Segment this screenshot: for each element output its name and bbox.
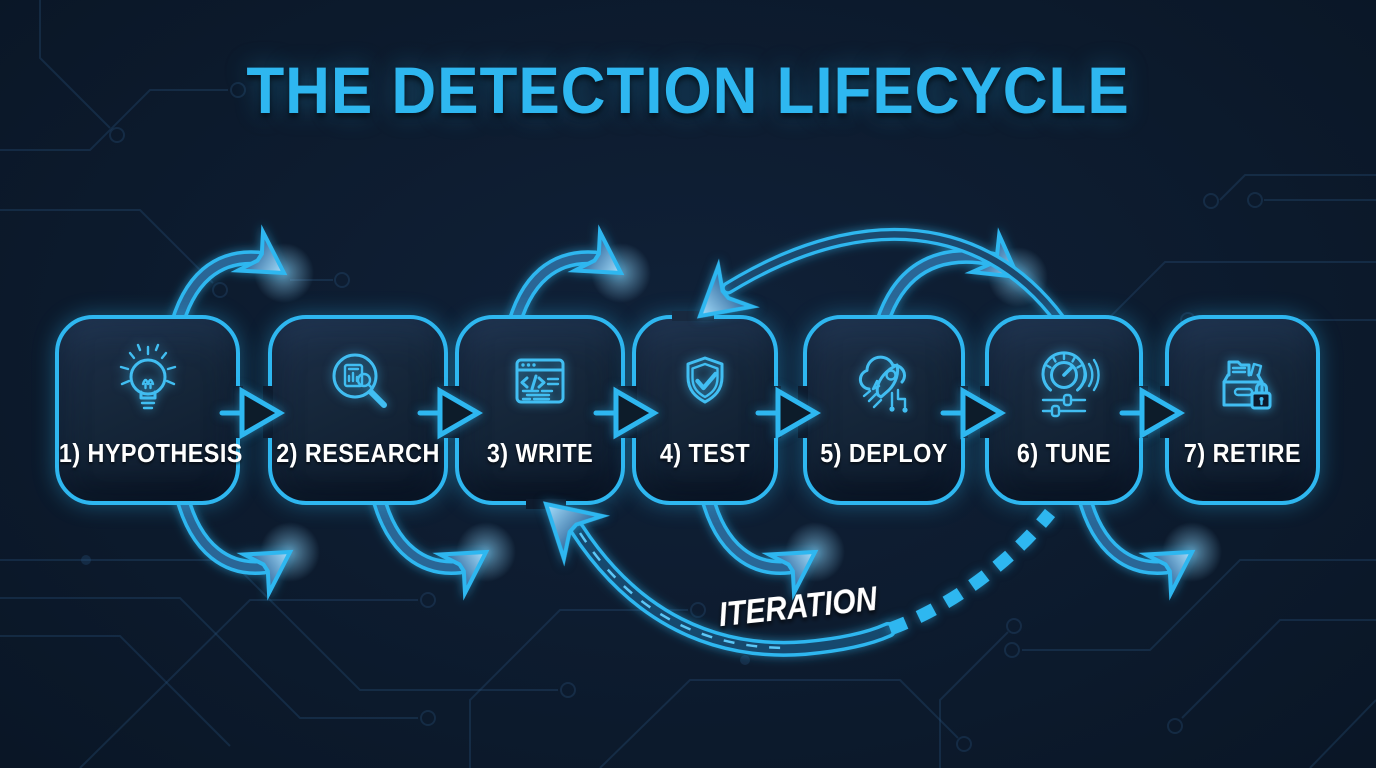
step-label: 4) TEST	[659, 438, 751, 468]
step-box-retire: 7) RETIRE	[1165, 315, 1320, 505]
border-breakers	[233, 311, 1170, 509]
iteration-arc-dashed	[887, 508, 1056, 636]
gap-arrow-4	[755, 386, 821, 440]
step-label: 7) RETIRE	[1183, 438, 1302, 468]
gap-arrow-6	[1119, 386, 1185, 440]
shield-check-icon	[686, 356, 724, 404]
gap-arrow-3	[593, 386, 659, 440]
step-label: 6) TUNE	[1016, 438, 1112, 468]
arrow-hypothesis-to-research-bottom	[174, 488, 305, 596]
step-label: 5) DEPLOY	[820, 438, 948, 468]
code-window-icon	[515, 358, 565, 404]
magnifier-chart-icon	[332, 353, 387, 408]
arrow-research-to-write-bottom	[370, 488, 501, 596]
arrow-tune-to-test-feedback-arc	[721, 228, 1087, 359]
gap-arrow-5	[940, 386, 1006, 440]
gauge-sliders-icon	[1041, 351, 1100, 418]
arrow-test-to-deploy-bottom	[699, 488, 830, 596]
step-box-write: 3) WRITE	[455, 315, 625, 505]
step-label: 1) HYPOTHESIS	[58, 438, 243, 468]
archive-lock-icon	[1222, 360, 1271, 410]
iteration-arc-arrowhead	[524, 480, 605, 561]
step-box-test: 4) TEST	[632, 315, 778, 505]
gap-arrow-2	[417, 386, 483, 440]
page-title: THE DETECTION LIFECYCLE	[246, 53, 1130, 127]
step-box-research: 2) RESEARCH	[268, 315, 448, 505]
step-label: 3) WRITE	[486, 438, 594, 468]
gap-arrow-1	[219, 386, 285, 440]
arrow-tune-to-retire-bottom	[1076, 488, 1207, 596]
feedback-arc-arrowhead	[683, 266, 752, 336]
iteration-arc-solid	[569, 521, 896, 657]
step-label: 2) RESEARCH	[276, 438, 440, 468]
rocket-cloud-icon	[858, 355, 908, 413]
lightbulb-icon	[119, 343, 176, 410]
